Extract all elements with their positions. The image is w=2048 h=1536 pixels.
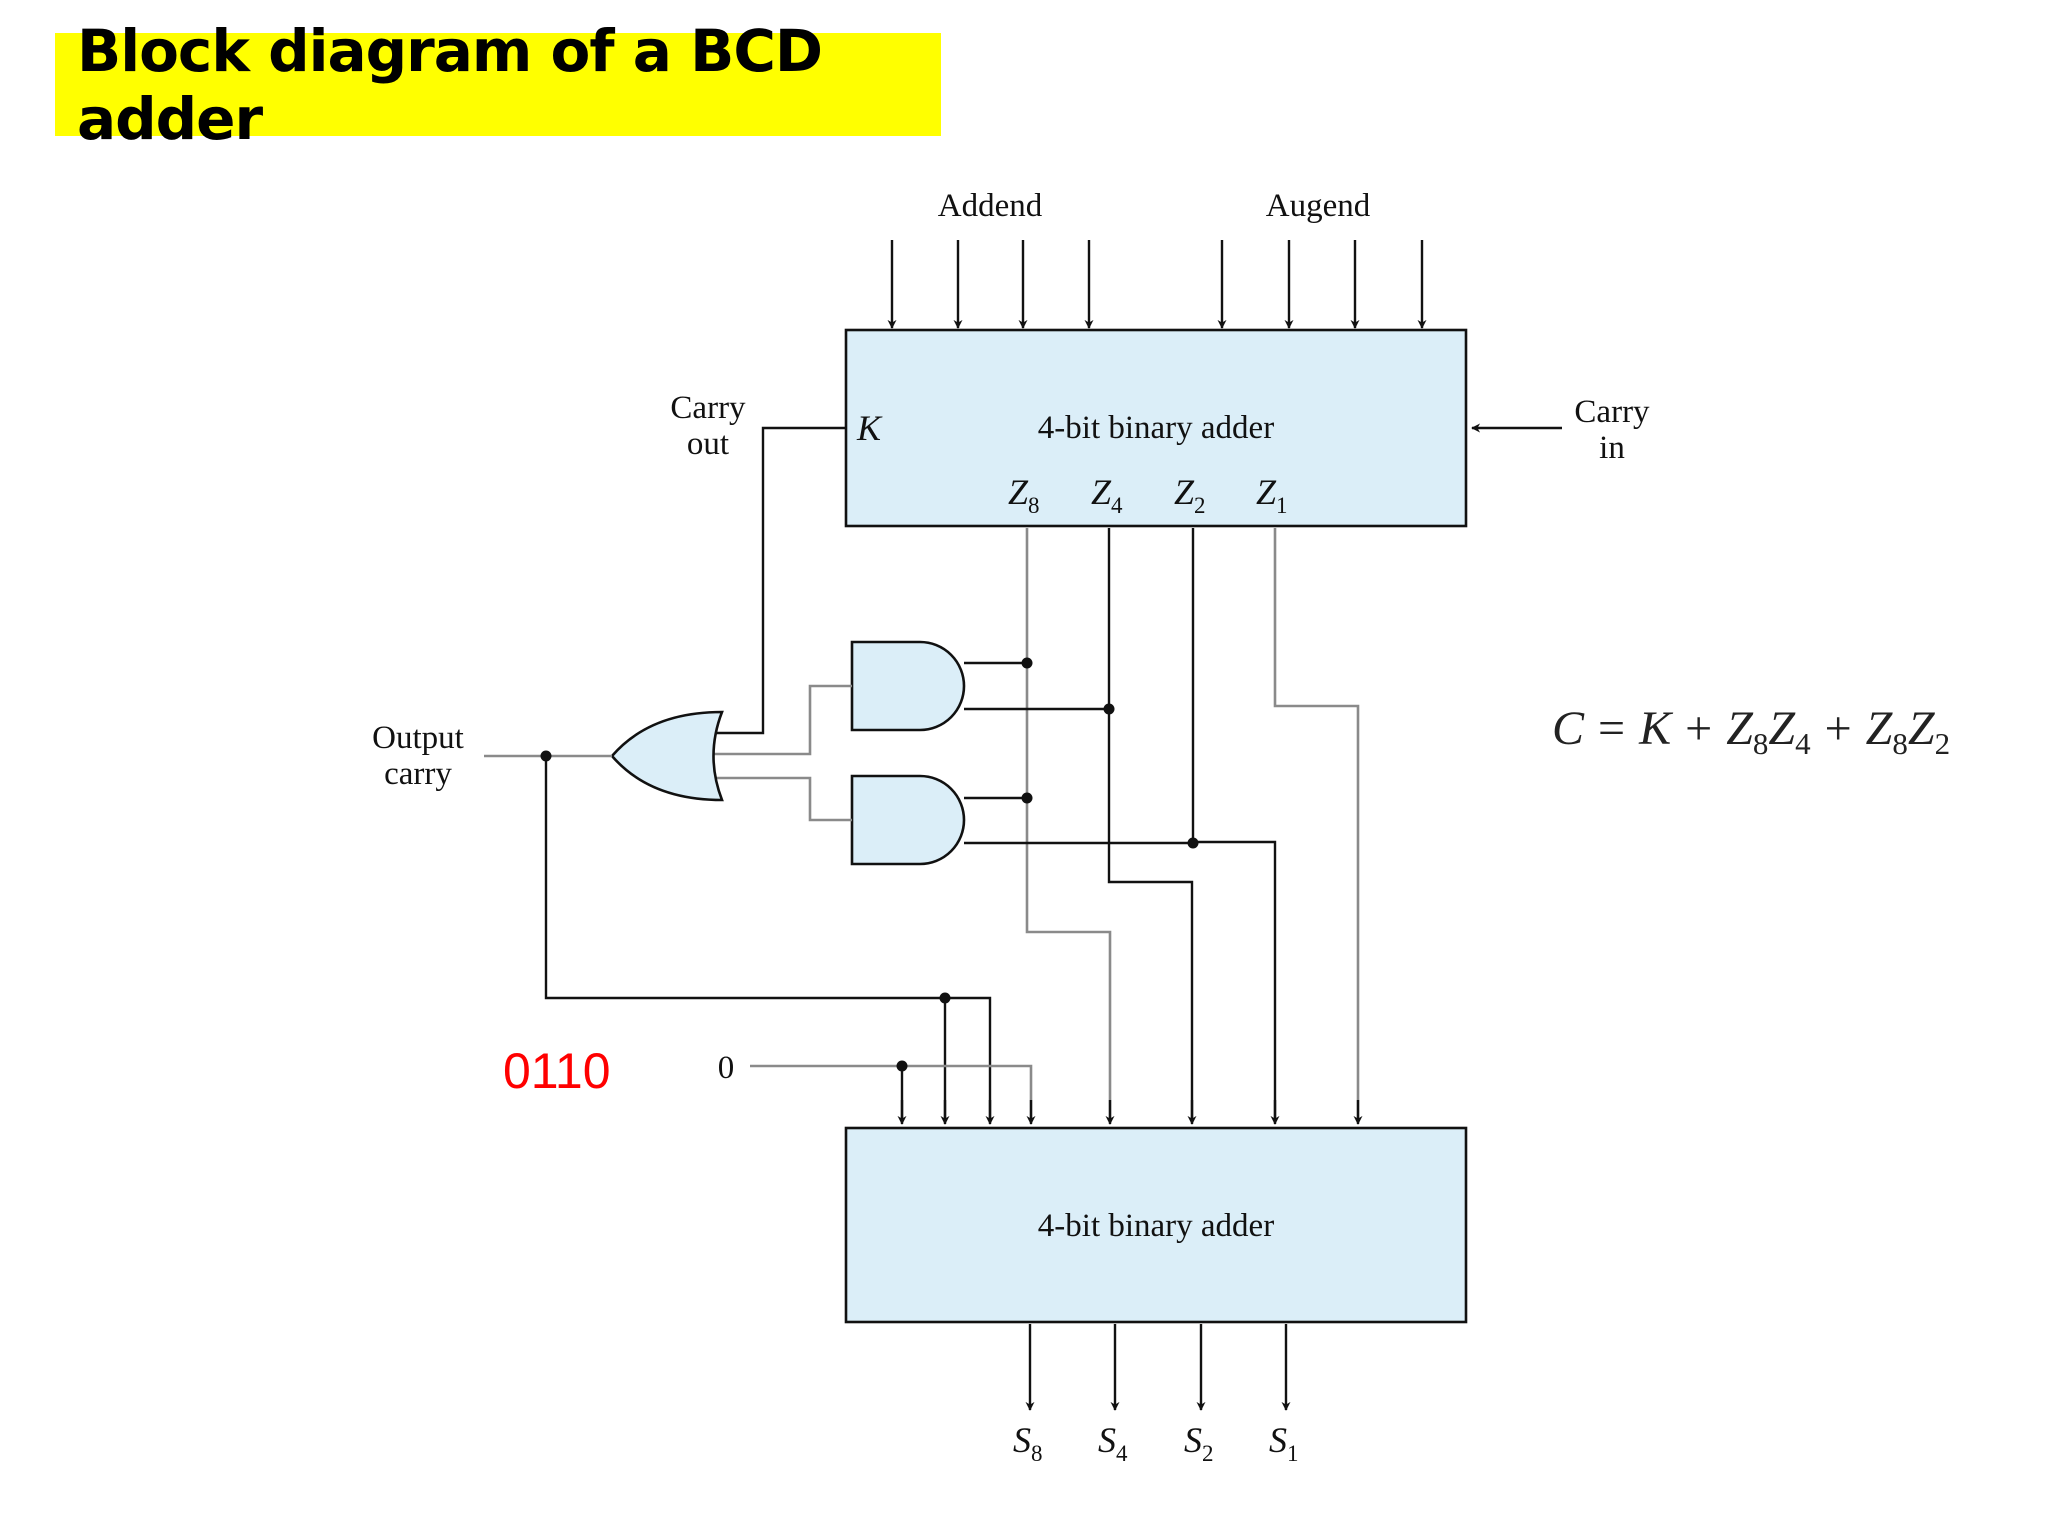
z8-wire bbox=[1025, 528, 1112, 1122]
zero-label: 0 bbox=[718, 1050, 735, 1086]
s1-label: S1 bbox=[1269, 1420, 1299, 1466]
top-adder-label: 4-bit binary adder bbox=[1038, 410, 1274, 446]
k-label: K bbox=[856, 408, 883, 448]
or-gate bbox=[610, 710, 724, 802]
bottom-adder-label: 4-bit binary adder bbox=[1038, 1208, 1274, 1244]
s4-label: S4 bbox=[1098, 1420, 1128, 1466]
junction-dot bbox=[1021, 792, 1033, 804]
output-carry-label-line1: Output bbox=[372, 720, 464, 756]
junction-dot bbox=[896, 1060, 908, 1072]
carry-in-label-line1: Carry bbox=[1574, 394, 1650, 430]
addend-label: Addend bbox=[938, 188, 1043, 224]
augend-inputs bbox=[1217, 240, 1427, 329]
z1-label: Z1 bbox=[1256, 472, 1288, 518]
z4-wire bbox=[1107, 528, 1194, 1122]
junction-dot bbox=[939, 992, 951, 1004]
junction-dot bbox=[1021, 657, 1033, 669]
carry-out-label-line1: Carry bbox=[670, 390, 746, 426]
augend-label: Augend bbox=[1266, 188, 1371, 224]
and-gate-z8-z4 bbox=[850, 640, 966, 732]
carry-equation: C=K+Z8Z4+Z8Z2 bbox=[1552, 702, 1950, 761]
z4-label: Z4 bbox=[1091, 472, 1123, 518]
correction-bits-label: 0110 bbox=[503, 1043, 611, 1099]
z1-wire bbox=[1273, 528, 1360, 1122]
junction-dot bbox=[1103, 703, 1115, 715]
addend-inputs bbox=[887, 240, 1094, 329]
s2-label: S2 bbox=[1184, 1420, 1214, 1466]
and2-output-wire bbox=[714, 776, 852, 822]
z8-label: Z8 bbox=[1008, 472, 1040, 518]
carry-in-label-line2: in bbox=[1599, 430, 1625, 466]
k-carry-wire bbox=[712, 426, 846, 735]
and-gate-z8-z2 bbox=[850, 774, 966, 866]
top-binary-adder-block bbox=[844, 328, 1468, 528]
junction-dot bbox=[1187, 837, 1199, 849]
z2-wire bbox=[1191, 528, 1277, 1122]
carry-feedback-wire bbox=[544, 756, 992, 1122]
carry-out-label-line2: out bbox=[687, 426, 729, 462]
s8-label: S8 bbox=[1013, 1420, 1043, 1466]
output-carry-label-line2: carry bbox=[384, 756, 452, 792]
z2-label: Z2 bbox=[1174, 472, 1206, 518]
and1-output-wire bbox=[714, 684, 852, 756]
bottom-binary-adder-block bbox=[844, 1126, 1468, 1324]
